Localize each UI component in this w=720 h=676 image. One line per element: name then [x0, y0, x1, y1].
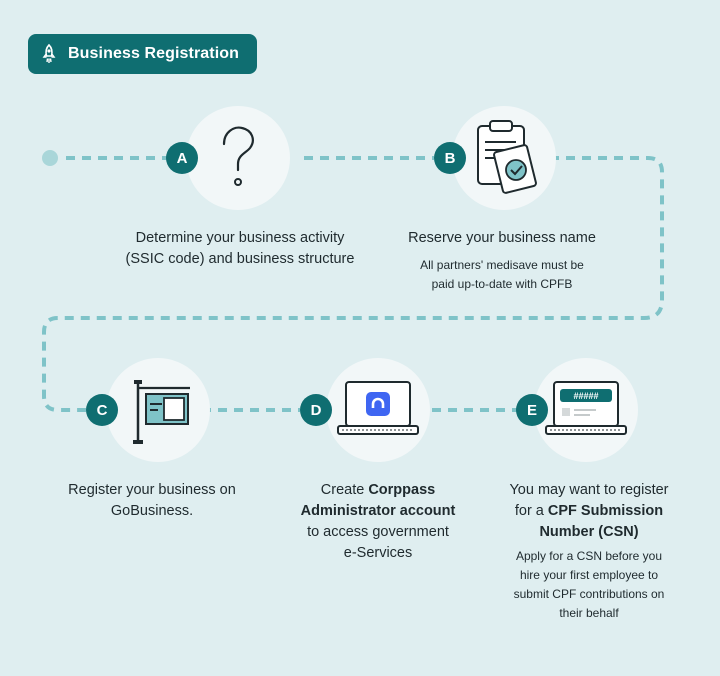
step-e-bold2: CPF Submission [547, 503, 664, 519]
password-mask-text: ##### [573, 391, 598, 401]
step-c-text: Register your business on GoBusiness. [40, 480, 264, 522]
step-e-circle: ##### [534, 358, 638, 462]
signboard-icon [133, 380, 190, 444]
question-mark-icon [222, 126, 254, 186]
step-e-text: You may want to register for a CPF Submi… [484, 480, 694, 543]
step-b-note2: paid up-to-date with CPFB [431, 277, 573, 291]
step-a-circle [186, 106, 290, 210]
step-e-note3: submit CPF contributions on [513, 587, 665, 601]
step-e-note2: hire your first employee to [519, 568, 659, 582]
step-d-text: Create Corppass Administrator account to… [270, 480, 486, 564]
dashed-path [42, 156, 664, 412]
step-e-line3: Number (CSN) [484, 522, 694, 543]
step-b-note: All partners' medisave must be paid up-t… [380, 256, 624, 294]
clipboard-check-icon [477, 120, 537, 194]
step-b-badge: B [434, 142, 466, 174]
step-c-line1: Register your business on [68, 482, 236, 498]
step-a-line2: (SSIC code) and business structure [125, 251, 355, 267]
step-c-circle [106, 358, 210, 462]
step-e-note1: Apply for a CSN before you [515, 549, 663, 563]
step-d-bold2: Administrator account [300, 503, 456, 519]
laptop-password-icon: ##### [545, 381, 627, 435]
step-d-badge: D [300, 394, 332, 426]
step-e-note: Apply for a CSN before you hire your fir… [484, 547, 694, 623]
step-b-circle [452, 106, 556, 210]
rocket-icon [42, 43, 56, 63]
step-e-line1: You may want to register [509, 482, 669, 498]
step-a-line1: Determine your business activity [135, 230, 345, 246]
step-a-text: Determine your business activity (SSIC c… [100, 228, 380, 270]
step-e-line2: for a CPF Submission [484, 501, 694, 522]
step-e-note4: their behalf [559, 606, 619, 620]
step-a-badge: A [166, 142, 198, 174]
step-c-line2: GoBusiness. [110, 503, 194, 519]
title-badge: Business Registration [28, 34, 257, 74]
step-d-circle [326, 358, 430, 462]
page-title: Business Registration [68, 45, 240, 62]
step-e-bold3: Number (CSN) [539, 524, 639, 540]
step-d-line2: Administrator account [270, 501, 486, 522]
step-d-pre: Create [320, 482, 369, 498]
step-e-pre2: for a [514, 503, 548, 519]
step-d-line3: to access government [307, 524, 449, 540]
step-b-note1: All partners' medisave must be [420, 258, 584, 272]
laptop-corppass-icon [337, 381, 419, 435]
step-c-badge: C [86, 394, 118, 426]
step-e-badge: E [516, 394, 548, 426]
step-d-line4: e-Services [343, 545, 413, 561]
step-d-bold1: Corppass [368, 482, 436, 498]
step-d-line1: Create Corppass [270, 480, 486, 501]
start-dot [42, 150, 58, 166]
step-b-title: Reserve your business name [408, 230, 596, 246]
